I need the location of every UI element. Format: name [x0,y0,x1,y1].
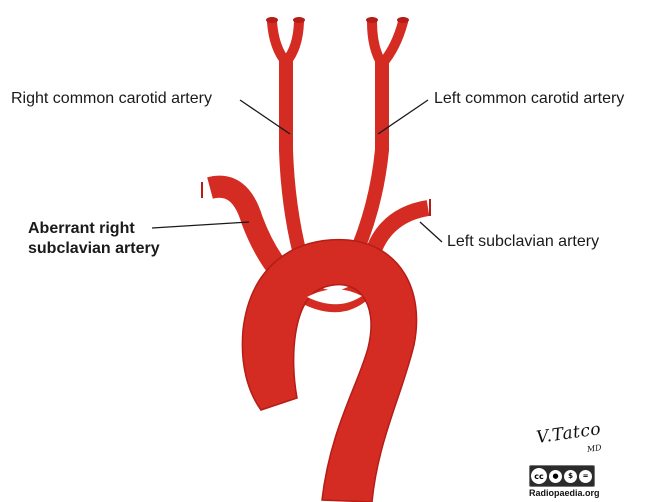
left-subclavian-label: Left subclavian artery [447,232,599,251]
aberrant-right-subclavian-label: Aberrant right subclavian artery [28,219,160,259]
left-subclavian-artery [372,199,430,255]
aortic-arch [242,240,416,502]
right-common-carotid-label: Right common carotid artery [11,89,212,108]
nc-icon: $ [564,470,577,483]
by-icon: ● [549,470,562,483]
left-common-carotid-label: Left common carotid artery [434,89,624,108]
leader-line-aberrant-right-subclavian [152,222,249,228]
creative-commons-license-badge: cc ● $ = [529,465,595,487]
nd-icon: = [579,470,592,483]
aberrant-right-subclavian-label-line2: subclavian artery [28,239,160,259]
right-common-carotid-artery [266,17,305,262]
aberrant-right-subclavian-label-line1: Aberrant right [28,219,160,239]
author-signature-suffix: MD [586,443,602,454]
cc-icon: cc [531,468,547,484]
leader-line-left-subclavian [420,222,442,242]
site-name: Radiopaedia.org [529,488,600,498]
author-credit: V.Tatco MD cc ● $ = Radiopaedia.org [525,428,635,500]
